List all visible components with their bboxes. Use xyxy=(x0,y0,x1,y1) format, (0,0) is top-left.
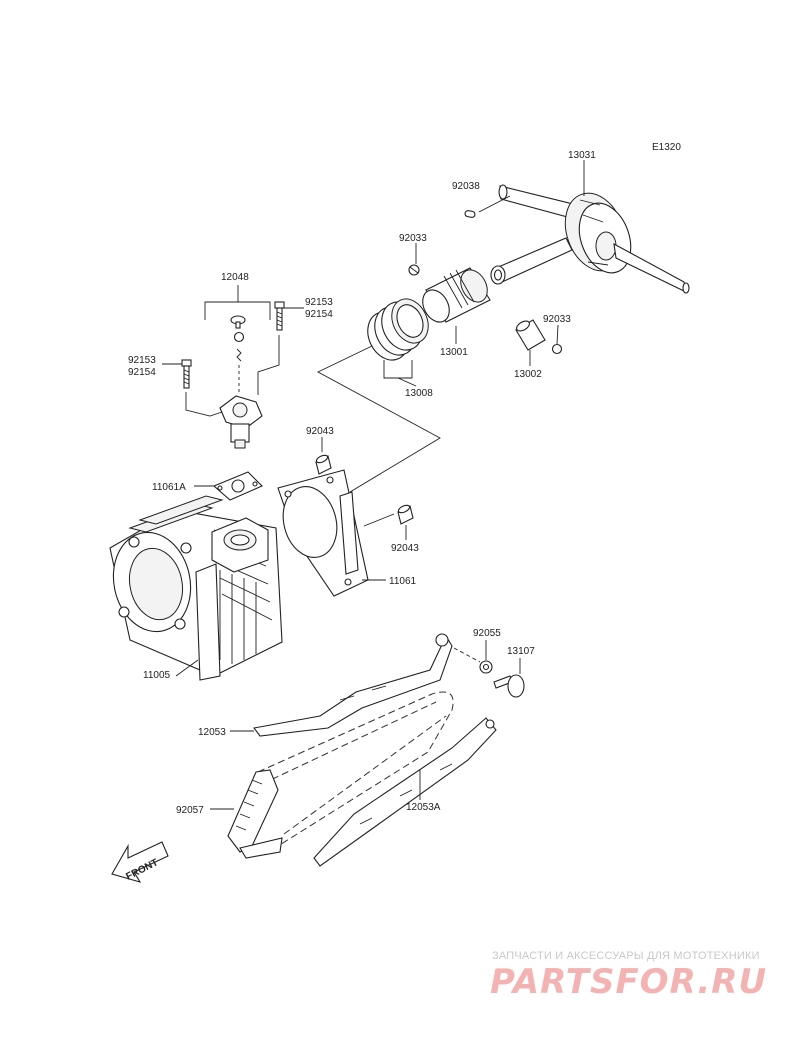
label-11005: 11005 xyxy=(143,670,171,681)
washer-92055 xyxy=(479,660,493,674)
tensioner-gasket xyxy=(212,471,263,501)
dowel-pin-upper xyxy=(315,454,332,475)
label-12048: 12048 xyxy=(221,272,249,283)
label-13031: 13031 xyxy=(568,150,596,161)
label-12053A: 12053A xyxy=(406,802,441,813)
cam-chain-guide-lower xyxy=(313,717,497,867)
label-13107: 13107 xyxy=(507,646,535,657)
label-13008: 13008 xyxy=(405,388,433,399)
front-arrow: FRONT xyxy=(111,841,169,883)
cam-chain xyxy=(227,691,454,859)
watermark-tagline: ЗАПЧАСТИ И АКСЕССУАРЫ ДЛЯ МОТОТЕХНИКИ xyxy=(492,950,760,962)
label-92153-lower: 92153 xyxy=(128,355,156,366)
cam-chain-guide xyxy=(253,633,453,737)
label-92038: 92038 xyxy=(452,181,480,192)
label-92154-upper: 92154 xyxy=(305,309,333,320)
label-92055: 92055 xyxy=(473,628,501,639)
label-12053: 12053 xyxy=(198,727,226,738)
piston-ring-set xyxy=(367,298,429,361)
piston-pin-clip-92033-upper xyxy=(408,264,420,276)
woodruff-key-92038 xyxy=(464,210,476,218)
label-92057: 92057 xyxy=(176,805,204,816)
label-92153-upper: 92153 xyxy=(305,297,333,308)
label-92043-lower: 92043 xyxy=(391,543,419,554)
label-92033-lower: 92033 xyxy=(543,314,571,325)
piston-pin xyxy=(515,319,546,351)
crankshaft xyxy=(490,184,690,294)
tensioner-bolt-lower xyxy=(181,359,192,389)
label-13002: 13002 xyxy=(514,369,542,380)
cam-chain-tensioner xyxy=(219,315,263,449)
piston-pin-clip-92033-lower xyxy=(551,343,563,355)
watermark-logo: PARTSFOR.RU xyxy=(490,962,768,1002)
cylinder-base-gasket xyxy=(277,469,369,597)
cylinder xyxy=(109,495,283,681)
diagram-code: E1320 xyxy=(652,142,681,153)
guide-bolt-13107 xyxy=(493,674,525,698)
piston xyxy=(422,267,491,323)
dowel-pin-lower xyxy=(397,504,414,525)
label-11061A: 11061A xyxy=(152,482,186,493)
label-92033-upper: 92033 xyxy=(399,233,427,244)
tensioner-bolt-upper xyxy=(274,301,285,331)
label-92043-upper: 92043 xyxy=(306,426,334,437)
label-92154-lower: 92154 xyxy=(128,367,156,378)
label-11061: 11061 xyxy=(389,576,417,587)
label-13001: 13001 xyxy=(440,347,468,358)
